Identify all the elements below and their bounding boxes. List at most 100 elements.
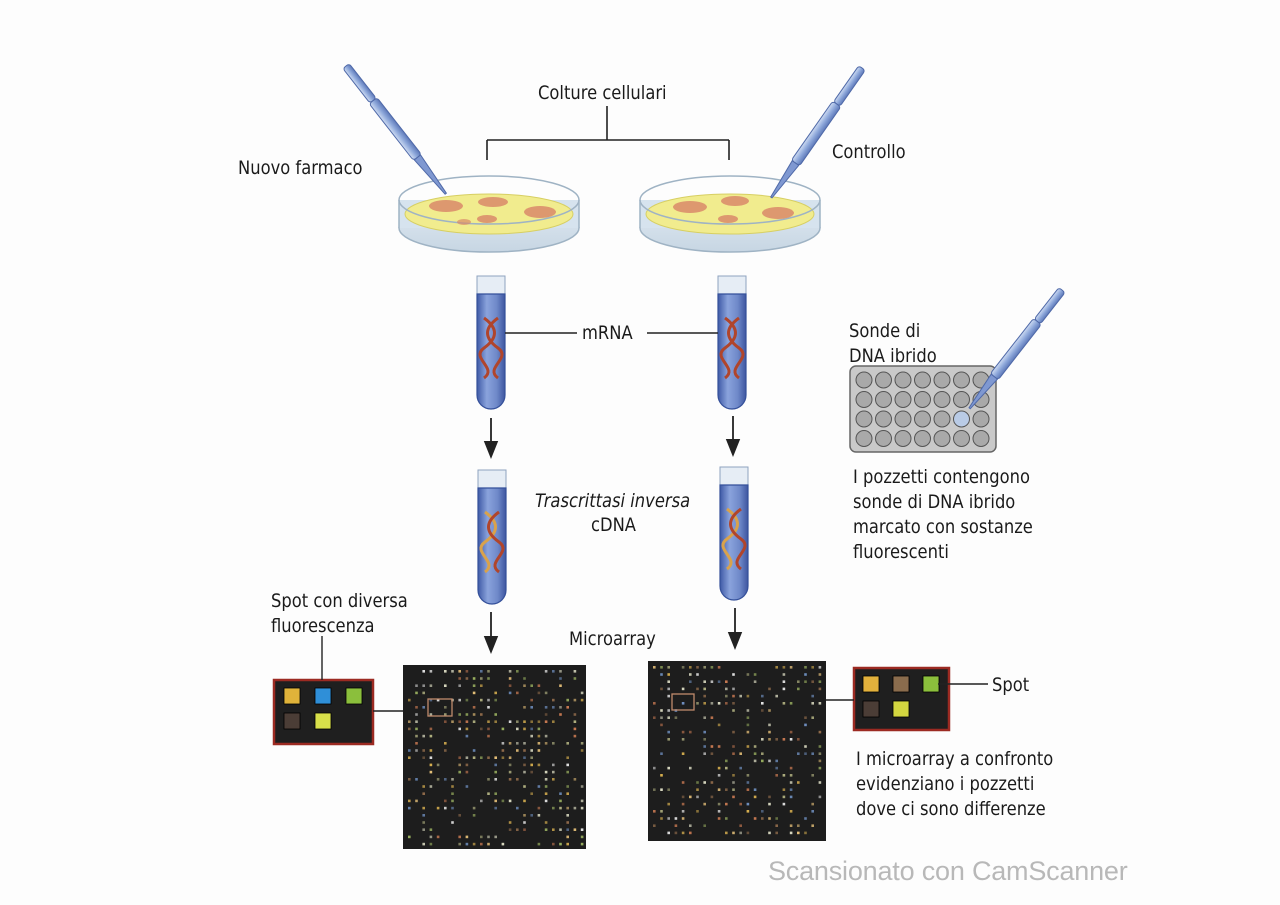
array-spot [516,806,519,810]
array-spot [501,742,505,745]
array-spot [717,680,721,683]
array-spot [480,670,483,673]
array-spot [653,788,656,791]
array-spot [472,720,476,723]
array-spot [653,666,656,669]
array-spot [429,756,433,759]
array-spot [703,666,706,669]
array-spot [465,720,469,723]
array-spot [566,742,569,745]
array-spot [537,814,541,817]
array-spot [797,738,800,741]
array-spot [444,749,447,752]
array-spot [689,680,692,683]
array-spot [681,795,685,799]
array-spot [732,745,735,748]
array-spot [789,781,793,784]
array-spot [458,684,461,687]
array-spot [674,831,678,835]
array-spot [429,835,433,839]
array-spot [415,749,418,752]
array-spot [487,670,490,673]
array-spot [465,835,469,839]
array-spot [818,702,822,705]
array-spot [761,817,764,820]
tube-cdna-control [719,466,749,601]
plate-well [953,430,970,447]
array-spot [681,752,685,755]
array-spot [559,670,562,673]
array-spot [451,720,454,723]
array-spot [537,742,541,745]
array-spot [487,706,490,709]
array-spot [544,770,548,774]
array-spot [710,702,714,705]
array-spot [552,698,555,702]
array-spot [523,814,526,817]
array-spot [429,785,433,788]
array-spot [523,720,526,723]
array-spot [811,810,814,813]
array-spot [523,770,526,774]
array-spot [544,691,548,695]
array-spot [573,727,577,731]
array-spot [516,691,519,695]
array-spot [516,720,519,723]
array-spot [537,727,541,731]
zoom-spot [283,712,301,730]
array-spot [559,706,562,709]
array-spot [681,702,685,705]
array-spot [472,806,476,810]
array-spot [818,752,822,755]
array-spot [451,792,454,795]
array-spot [653,766,656,770]
array-spot [717,723,721,727]
zoom-box-drug [272,678,375,746]
array-spot [703,752,706,755]
array-spot [523,763,526,767]
array-spot [667,666,670,669]
array-spot [732,687,735,691]
array-spot [465,842,469,846]
array-spot [429,763,433,767]
plate-well [972,410,990,428]
array-spot [818,687,822,691]
plate-well [855,410,873,428]
array-spot [696,781,699,784]
array-spot [458,677,461,680]
array-spot [494,763,497,767]
array-spot [732,795,735,799]
array-spot [422,785,425,788]
array-spot [458,720,461,723]
array-spot [732,709,735,712]
array-spot [537,691,541,695]
array-spot [530,749,533,752]
array-spot [566,770,569,774]
array-spot [775,824,778,827]
zoom-spot [283,687,301,705]
array-spot [710,781,714,784]
zoom-spot [862,675,880,693]
array-spot [429,727,433,731]
array-spot [429,828,433,831]
array-spot [494,792,497,795]
array-spot [768,795,771,799]
array-spot [775,766,778,770]
array-spot [516,749,519,752]
array-spot [710,795,714,799]
microarray-control-spots [653,666,822,835]
array-spot [674,824,678,827]
array-spot [508,770,512,774]
plate-well [875,430,892,447]
array-spot [508,742,512,745]
array-spot [444,778,447,781]
plate-well [972,430,990,447]
array-spot [775,774,778,777]
array-spot [480,835,483,839]
array-spot [725,702,728,705]
array-spot [523,684,526,687]
array-spot [537,749,541,752]
array-spot [811,716,814,719]
array-spot [465,785,469,788]
microarray-drug [403,665,586,849]
